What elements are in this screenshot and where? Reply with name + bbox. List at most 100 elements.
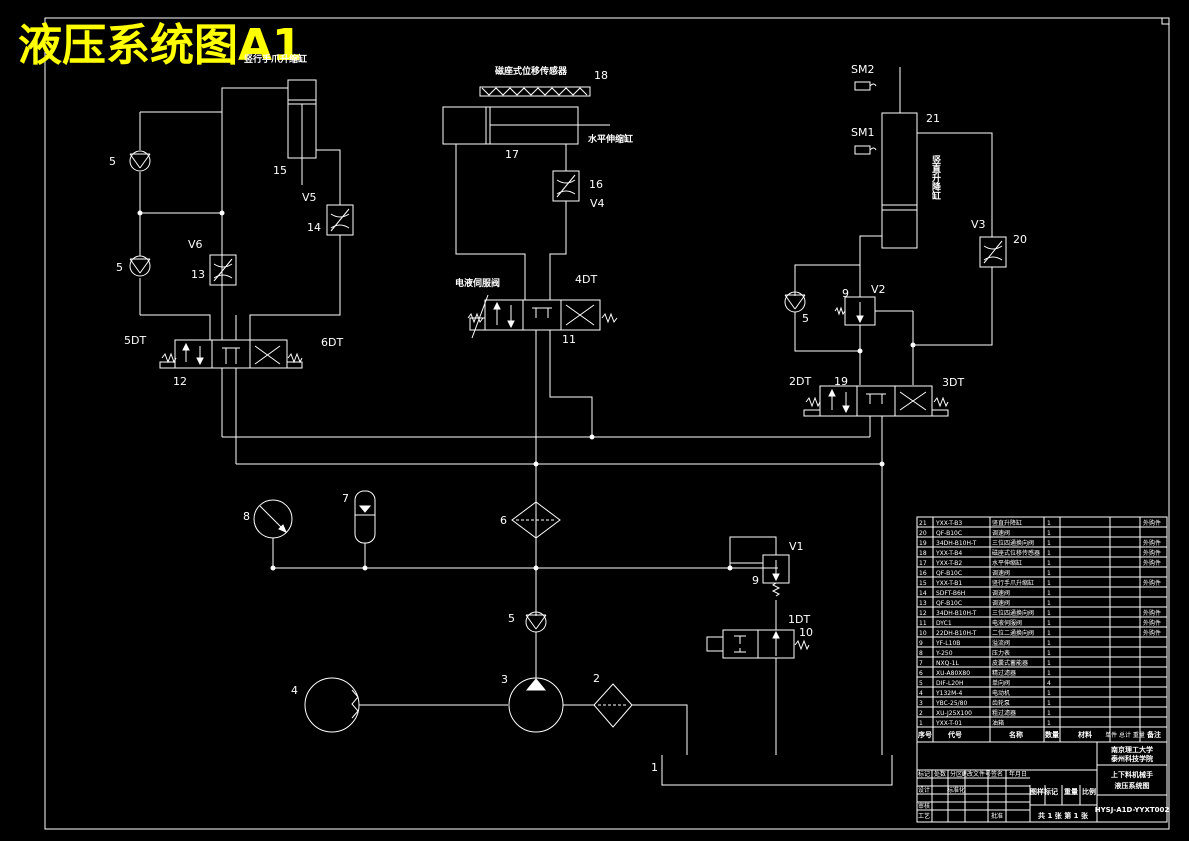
parts-row-code: DYC1: [936, 620, 952, 627]
parts-row-qty: 1: [1047, 600, 1051, 607]
drawing-title: 液压系统图A1: [18, 20, 303, 71]
tb-doc-label: 更改文件号: [961, 770, 991, 778]
tank-1: [661, 755, 893, 786]
label-sm2: SM2: [851, 63, 874, 76]
parts-row-qty: 1: [1047, 720, 1051, 727]
parts-row-code: QF-B10C: [936, 530, 962, 537]
parts-row-name: 调速阀: [992, 569, 1010, 577]
label-n7: 7: [342, 492, 349, 505]
label-n18: 18: [594, 69, 608, 82]
parts-row-no: 14: [919, 590, 927, 597]
parts-row-no: 11: [919, 620, 927, 627]
tb-sign-label: 签名: [991, 770, 1003, 778]
label-v5: V5: [302, 191, 317, 204]
parts-row-no: 17: [919, 560, 927, 567]
tb-drawing-no: HYSJ-A1D-YYXT002: [1095, 806, 1170, 814]
label-n12: 12: [173, 375, 187, 388]
relief-valve-9-v1: [729, 536, 790, 597]
parts-row-qty: 1: [1047, 690, 1051, 697]
parts-row-qty: 1: [1047, 620, 1051, 627]
parts-row-code: 34DH-B10H-T: [936, 610, 977, 617]
label-v1: V1: [789, 540, 804, 553]
parts-row-no: 10: [919, 630, 927, 637]
filter-6: [511, 501, 561, 539]
parts-row-qty: 1: [1047, 530, 1051, 537]
parts-row-code: Y-250: [935, 650, 953, 657]
label-v3: V3: [971, 218, 986, 231]
relief-valve-9-right: [834, 296, 914, 345]
tb-date-label: 年月日: [1009, 770, 1027, 778]
parts-row-no: 6: [919, 670, 923, 677]
label-v2: V2: [871, 283, 886, 296]
throttle-valve-14: [326, 204, 354, 236]
parts-row-qty: 1: [1047, 640, 1051, 647]
parts-row-name: 压力表: [992, 649, 1010, 657]
label-v6: V6: [188, 238, 203, 251]
parts-row-name: 电动机: [992, 689, 1010, 697]
parts-row-no: 8: [919, 650, 923, 657]
tb-scale-label: 比例: [1082, 787, 1096, 796]
parts-row-name: 调速阀: [992, 589, 1010, 597]
line-c15-left: [221, 87, 288, 340]
pt-header-qty: 数量: [1045, 730, 1059, 739]
parts-row-qty: 1: [1047, 650, 1051, 657]
parts-row-no: 19: [919, 540, 927, 547]
parts-row-note: 外购件: [1143, 619, 1161, 627]
parts-row-name: 水平伸缩缸: [992, 559, 1022, 567]
check-valve-5d: [525, 611, 547, 633]
tb-zone-label: 分区: [950, 770, 962, 778]
parts-row-no: 15: [919, 580, 927, 587]
cylinder-15: [287, 79, 317, 185]
accumulator-7: [354, 490, 376, 544]
parts-row-note: 外购件: [1143, 539, 1161, 547]
motor-4: [304, 677, 508, 733]
check-valve-5a: [129, 150, 151, 172]
label-n11: 11: [562, 333, 576, 346]
label-dt2: 2DT: [789, 375, 811, 388]
parts-row-name: 三位四通换向阀: [992, 539, 1034, 547]
parts-row-code: YXX-T-B4: [935, 550, 962, 557]
line-c15-right: [316, 149, 341, 205]
parts-row-code: QF-B10C: [936, 600, 962, 607]
frame-corner-mark: [1161, 17, 1170, 25]
sensor-sm1: [854, 145, 877, 155]
parts-row-note: 外购件: [1143, 629, 1161, 637]
parts-row-name: 二位二通换向阀: [992, 629, 1034, 637]
label-n14: 14: [307, 221, 321, 234]
tb-approve-label: 批准: [991, 812, 1003, 820]
cylinder-17: [442, 106, 610, 145]
parts-row-name: 竖行手爪升缩缸: [992, 579, 1034, 587]
label-v4: V4: [590, 197, 605, 210]
parts-row-no: 18: [919, 550, 927, 557]
label-n10: 10: [799, 626, 813, 639]
pt-header-code: 代号: [947, 730, 962, 739]
parts-row-no: 3: [919, 700, 923, 707]
parts-row-code: YXX-T-B2: [935, 560, 962, 567]
pressure-gauge-8: [253, 499, 293, 539]
parts-row-name: 粗过滤器: [992, 709, 1016, 717]
parts-row-qty: 1: [1047, 610, 1051, 617]
tb-process-label: 工艺: [918, 812, 930, 820]
check-valve-5c: [784, 291, 806, 313]
parts-row-code: YXX-T-01: [935, 720, 962, 727]
label-n2: 2: [593, 672, 600, 685]
label-n16: 16: [589, 178, 603, 191]
throttle-valve-16: [552, 170, 580, 202]
label-dt6: 6DT: [321, 336, 343, 349]
parts-row-name: 溢流阀: [992, 639, 1010, 647]
parts-row-name: 皮囊式蓄能器: [992, 659, 1028, 667]
throttle-valve-20: [979, 236, 1007, 268]
parts-table: [916, 516, 1168, 743]
parts-row-no: 21: [919, 520, 927, 527]
parts-row-code: YXX-T-B3: [935, 520, 962, 527]
parts-row-name: 三位四通换向阀: [992, 609, 1034, 617]
parts-row-code: 22DH-B10H-T: [936, 630, 977, 637]
parts-row-code: SDFT-B6H: [936, 590, 965, 597]
parts-row-qty: 4: [1047, 680, 1051, 687]
parts-row-note: 外购件: [1143, 549, 1161, 557]
pt-header-material: 材料: [1077, 730, 1092, 739]
parts-row-qty: 1: [1047, 670, 1051, 677]
cylinder-21: [881, 67, 918, 249]
parts-row-code: 34DH-B10H-T: [936, 540, 977, 547]
